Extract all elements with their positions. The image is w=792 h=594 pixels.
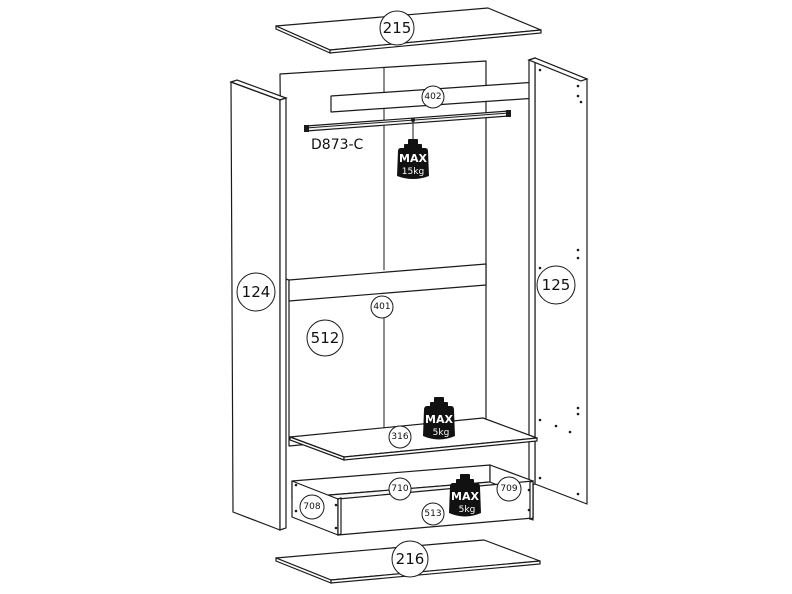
middle-rail [288, 263, 487, 302]
hanging-rail [304, 110, 511, 132]
svg-text:402: 402 [424, 92, 441, 102]
label-right-side: 125 [536, 265, 576, 305]
label-drawer-left: 708 [299, 494, 325, 520]
svg-text:710: 710 [391, 484, 408, 494]
left-side-panel [229, 79, 288, 531]
svg-text:316: 316 [391, 432, 408, 442]
svg-text:513: 513 [424, 509, 441, 519]
label-drawer-front: 710 [388, 477, 412, 501]
shelf [289, 417, 538, 461]
label-top-panel: 215 [379, 10, 415, 46]
svg-text:512: 512 [311, 329, 340, 347]
label-drawer-bottom: 513 [421, 502, 445, 526]
svg-text:216: 216 [396, 550, 425, 568]
shelf-weight-icon: MAX 5kg [423, 397, 455, 440]
drawer-weight-icon: MAX 5kg [449, 474, 481, 517]
label-left-side: 124 [236, 272, 276, 312]
rail-weight-value: 15kg [402, 167, 424, 177]
hanging-rail-label: D873-C [311, 137, 364, 153]
shelf-weight-title: MAX [425, 413, 453, 426]
svg-text:708: 708 [303, 502, 320, 512]
svg-text:124: 124 [242, 283, 271, 301]
drawer [291, 464, 534, 536]
label-shelf: 316 [388, 425, 412, 449]
svg-text:709: 709 [500, 484, 517, 494]
shelf-weight-value: 5kg [433, 428, 450, 438]
label-drawer-right: 709 [496, 476, 522, 502]
label-top-rail: 402 [421, 85, 445, 109]
label-middle-rail: 401 [370, 295, 394, 319]
svg-text:215: 215 [383, 19, 412, 37]
svg-text:401: 401 [373, 302, 390, 312]
label-back-panel: 512 [306, 319, 344, 357]
label-bottom-panel: 216 [391, 540, 429, 578]
rail-weight-title: MAX [399, 152, 427, 165]
rail-weight-icon: MAX 15kg [397, 118, 429, 179]
drawer-weight-title: MAX [451, 490, 479, 503]
drawer-weight-value: 5kg [459, 505, 476, 515]
svg-text:125: 125 [542, 276, 571, 294]
